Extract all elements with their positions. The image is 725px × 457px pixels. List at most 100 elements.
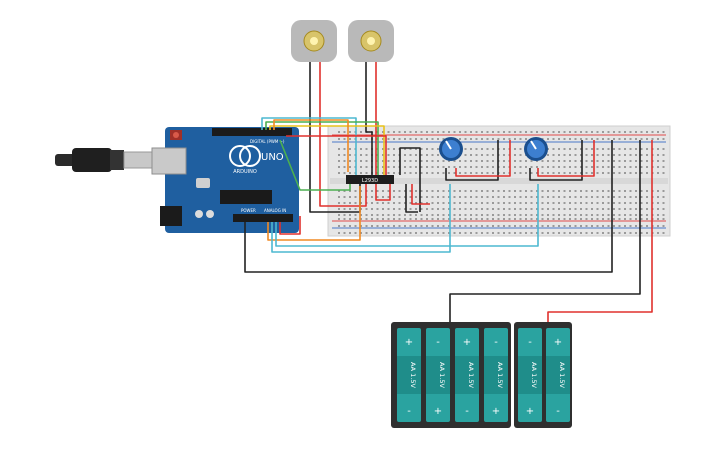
breadboard-hole xyxy=(420,131,423,133)
breadboard-hole xyxy=(349,225,351,227)
breadboard-hole xyxy=(514,154,516,156)
battery-top-sign: + xyxy=(554,337,562,348)
breadboard-hole xyxy=(657,172,659,174)
breadboard-hole xyxy=(448,172,450,174)
breadboard-hole xyxy=(437,166,439,168)
breadboard-hole xyxy=(635,172,637,174)
breadboard-hole xyxy=(569,196,571,198)
breadboard-hole xyxy=(662,208,665,210)
breadboard-hole xyxy=(459,218,461,220)
breadboard-hole xyxy=(470,131,472,133)
potentiometer-left[interactable] xyxy=(439,137,463,161)
breadboard-hole xyxy=(541,232,544,234)
breadboard-hole xyxy=(519,218,522,220)
breadboard-hole xyxy=(481,208,483,210)
breadboard-hole xyxy=(596,225,599,227)
breadboard-hole xyxy=(442,225,445,227)
breadboard-hole xyxy=(393,214,395,216)
breadboard-hole xyxy=(442,172,445,174)
breadboard-hole xyxy=(530,131,533,133)
breadboard-hole xyxy=(514,218,516,220)
breadboard-hole xyxy=(442,218,445,220)
breadboard-hole xyxy=(475,166,478,168)
breadboard-hole xyxy=(393,218,395,220)
breadboard-hole xyxy=(404,232,406,234)
breadboard-hole xyxy=(646,172,648,174)
breadboard-hole xyxy=(437,232,439,234)
breadboard-hole xyxy=(382,138,384,140)
breadboard-hole xyxy=(343,196,346,198)
breadboard-hole xyxy=(393,138,395,140)
breadboard-hole xyxy=(464,214,467,216)
breadboard-hole xyxy=(382,131,384,133)
breadboard-hole xyxy=(387,131,390,133)
breadboard-hole xyxy=(459,131,461,133)
breadboard-hole xyxy=(574,160,577,162)
breadboard-hole xyxy=(470,208,472,210)
breadboard-hole xyxy=(624,138,626,140)
breadboard-hole xyxy=(591,190,593,192)
battery-cells: +-AA 1.5V-+AA 1.5V+-AA 1.5V-+AA 1.5V-+AA… xyxy=(397,328,570,422)
breadboard-hole xyxy=(508,202,511,204)
breadboard-hole xyxy=(646,160,648,162)
breadboard-hole xyxy=(470,160,472,162)
breadboard-hole xyxy=(343,148,346,150)
breadboard-hole xyxy=(508,131,511,133)
breadboard-hole xyxy=(580,154,582,156)
breadboard-hole xyxy=(635,218,637,220)
breadboard-hole xyxy=(349,196,351,198)
breadboard-hole xyxy=(629,160,632,162)
breadboard-hole xyxy=(393,172,395,174)
breadboard-hole xyxy=(536,225,538,227)
breadboard-hole xyxy=(426,218,428,220)
breadboard-hole xyxy=(475,232,478,234)
breadboard-hole xyxy=(569,160,571,162)
breadboard-hole xyxy=(343,131,346,133)
breadboard-hole xyxy=(591,166,593,168)
breadboard-hole xyxy=(569,232,571,234)
breadboard-hole xyxy=(640,214,643,216)
breadboard-hole xyxy=(646,138,648,140)
breadboard-hole xyxy=(492,154,494,156)
breadboard-hole xyxy=(613,160,615,162)
breadboard-hole xyxy=(481,160,483,162)
breadboard-hole xyxy=(426,166,428,168)
breadboard-hole xyxy=(547,172,549,174)
breadboard-hole xyxy=(558,138,560,140)
breadboard-hole xyxy=(519,154,522,156)
breadboard-hole xyxy=(657,190,659,192)
breadboard-hole xyxy=(530,232,533,234)
breadboard-hole xyxy=(580,166,582,168)
breadboard-hole xyxy=(514,208,516,210)
breadboard-hole xyxy=(349,154,351,156)
battery-label: AA 1.5V xyxy=(467,362,475,388)
breadboard-hole xyxy=(360,232,362,234)
breadboard-hole xyxy=(459,190,461,192)
breadboard-hole xyxy=(536,166,538,168)
breadboard-hole xyxy=(602,154,604,156)
breadboard-hole xyxy=(475,196,478,198)
breadboard-hole xyxy=(596,148,599,150)
breadboard-hole xyxy=(415,225,417,227)
breadboard-hole xyxy=(409,190,412,192)
breadboard-hole xyxy=(547,208,549,210)
breadboard-hole xyxy=(613,196,615,198)
breadboard-hole xyxy=(343,202,346,204)
breadboard-hole xyxy=(514,225,516,227)
breadboard-hole xyxy=(503,202,505,204)
breadboard-hole xyxy=(657,218,659,220)
breadboard-hole xyxy=(382,232,384,234)
breadboard-hole xyxy=(569,214,571,216)
breadboard-hole xyxy=(640,218,643,220)
potentiometer-right[interactable] xyxy=(524,137,548,161)
breadboard-hole xyxy=(558,214,560,216)
breadboard-hole xyxy=(415,232,417,234)
breadboard-hole xyxy=(492,160,494,162)
breadboard-hole xyxy=(640,166,643,168)
battery-bottom-sign: + xyxy=(492,406,500,417)
breadboard-hole xyxy=(558,166,560,168)
breadboard-hole xyxy=(552,214,555,216)
breadboard-hole xyxy=(481,196,483,198)
breadboard-hole xyxy=(437,225,439,227)
breadboard-hole xyxy=(459,232,461,234)
